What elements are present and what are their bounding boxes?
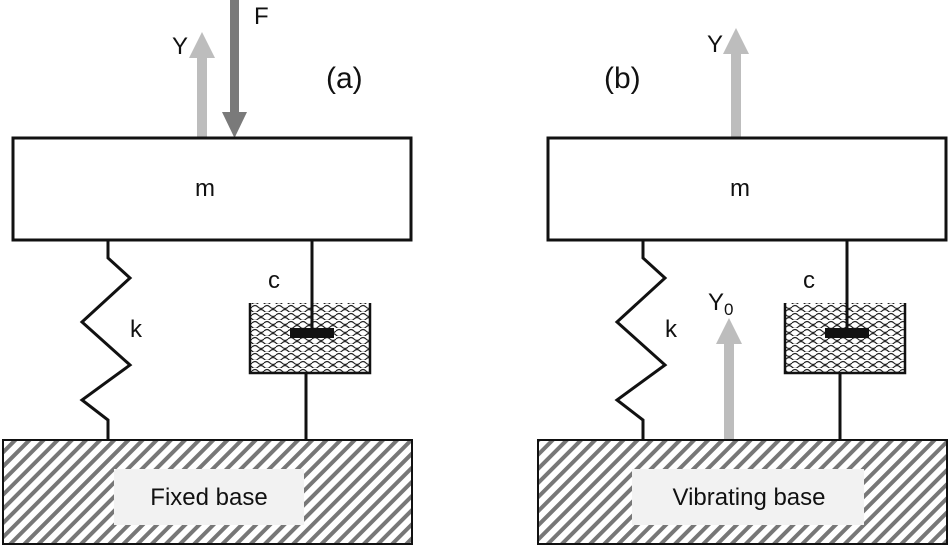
damper-c [783,240,907,440]
panel-label: (b) [604,62,641,95]
displacement-label: Y [707,31,723,58]
spring-label: k [130,316,143,343]
spring-label: k [665,316,678,343]
base-displacement-arrow-icon [716,318,742,440]
displacement-arrow-icon [723,28,749,138]
damper-c [248,240,372,440]
panel-label: (a) [326,62,363,95]
spring-k [79,240,133,440]
mass-block [11,136,413,242]
base-displacement-subscript: 0 [724,300,733,319]
base-label: Fixed base [150,484,267,511]
panel-b: Y (b) m c k Y0 Vibrating base [537,28,948,545]
base-displacement-label: Y0 [708,289,733,319]
base-label-background [114,469,304,525]
damper-label: c [268,267,280,294]
displacement-label: Y [172,33,188,60]
mass-label: m [195,175,215,202]
displacement-arrow-icon [189,32,215,138]
mass-block [546,136,948,242]
mass-label: m [730,175,750,202]
base-displacement-label-main: Y [708,289,724,316]
force-label: F [254,3,269,30]
base-label-background [632,469,864,525]
damper-label: c [803,267,815,294]
panel-a: F Y (a) m c k Fixed base [2,0,413,545]
base-label: Vibrating base [673,484,826,511]
spring-k [614,240,668,440]
force-arrow-icon [222,0,247,138]
